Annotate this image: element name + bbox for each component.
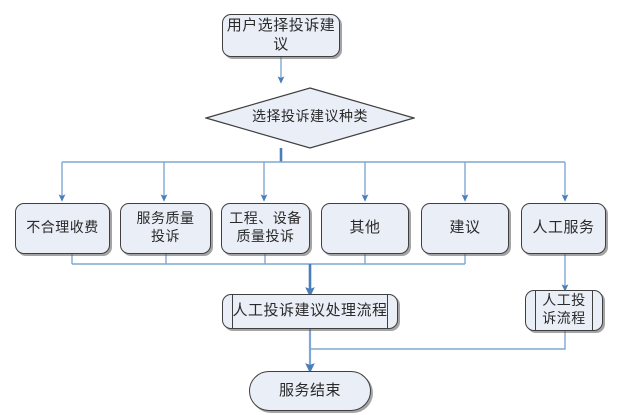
node-end[interactable]: 服务结束 <box>249 371 371 411</box>
node-branch-service-quality[interactable]: 服务质量 投诉 <box>120 203 211 254</box>
node-branch2-label: 服务质量 投诉 <box>136 212 195 245</box>
node-process-main-label: 人工投诉建议处理流程 <box>232 303 388 320</box>
edge-process-manual-to-end <box>310 331 566 350</box>
node-start-label: 用户选择投诉建议 <box>226 18 336 53</box>
node-branch5-label: 建议 <box>449 220 481 237</box>
diamond-shape <box>205 87 415 149</box>
node-process-manual-label: 人工投 诉流程 <box>542 294 586 327</box>
node-decision-label: 选择投诉建议种类 <box>252 110 368 126</box>
node-process-complaint-handling[interactable]: 人工投诉建议处理流程 <box>222 294 398 329</box>
node-process-manual-complaint[interactable]: 人工投 诉流程 <box>525 290 603 331</box>
node-branch6-label: 人工服务 <box>532 220 595 237</box>
node-branch-suggestion[interactable]: 建议 <box>421 203 509 254</box>
node-branch3-label: 工程、设备 质量投诉 <box>229 212 302 245</box>
node-branch-manual-service[interactable]: 人工服务 <box>521 203 606 254</box>
node-branch-engineering-equipment[interactable]: 工程、设备 质量投诉 <box>221 203 310 254</box>
node-branch-unreasonable-fee[interactable]: 不合理收费 <box>15 203 110 254</box>
node-end-label: 服务结束 <box>278 382 341 399</box>
node-branch-other[interactable]: 其他 <box>321 203 409 254</box>
node-branch1-label: 不合理收费 <box>26 220 99 236</box>
node-start[interactable]: 用户选择投诉建议 <box>222 14 340 57</box>
node-branch4-label: 其他 <box>349 220 381 237</box>
node-decision[interactable]: 选择投诉建议种类 <box>205 87 415 149</box>
